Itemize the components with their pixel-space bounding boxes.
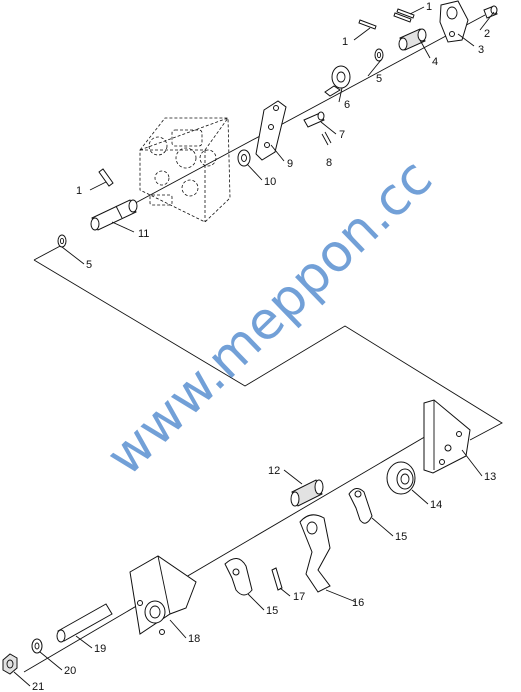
part-11-pin [90,199,138,231]
part-14-bushing [386,461,416,495]
callout-8: 8 [326,157,332,169]
part-1-roll-pins-upper [358,8,415,30]
callout-6: 6 [344,99,350,111]
callout-1: 1 [342,36,348,48]
callout-13: 13 [484,471,496,483]
callout-15: 15 [395,531,407,543]
callout-19: 19 [94,643,106,655]
callout-labels: 1 1 1 2 3 4 5 5 6 7 8 9 10 11 12 13 14 1… [32,1,496,692]
part-2-bushing [483,5,498,19]
callout-9: 9 [287,158,293,170]
callout-20: 20 [64,665,76,677]
callout-2: 2 [484,28,490,40]
part-1-roll-pin-lower [98,168,114,187]
part-15-lever-upper [348,488,373,524]
callout-16: 16 [352,597,364,609]
callout-7: 7 [339,129,345,141]
callout-14: 14 [430,499,442,511]
callout-15: 15 [266,605,278,617]
callout-11: 11 [138,228,149,240]
watermark-text: www.meppon.cc [95,148,443,487]
part-19-pin [56,603,113,643]
assembly-lines [23,14,503,673]
part-10-washer [237,149,251,167]
part-18-bracket [129,555,197,635]
part-9-link-plate [255,100,287,161]
part-5-washer-lower [57,234,67,248]
callout-10: 10 [264,176,276,188]
part-17-pin [271,567,283,591]
part-3-bracket [439,0,469,43]
part-5-washer-upper [374,48,384,62]
part-13-bracket [423,399,471,474]
part-6-arm [324,65,351,97]
part-12-sleeve [290,479,324,507]
part-7-pin [303,111,325,128]
callout-1: 1 [426,1,432,13]
callout-5: 5 [86,259,92,271]
callout-12: 12 [268,465,280,477]
part-15-lever-lower [224,558,253,596]
callout-4: 4 [432,56,438,68]
part-4-clevis-pin [398,28,427,51]
callout-21: 21 [32,681,44,692]
callout-3: 3 [478,44,484,56]
part-20-washer [31,638,43,654]
pump-housing-outline [139,117,231,223]
part-16-lever-arm [299,514,331,593]
part-8-cotter-pin [321,131,332,146]
callout-1: 1 [76,185,82,197]
leader-lines [13,6,495,687]
part-21-nut [2,653,18,675]
callout-5: 5 [376,73,382,85]
callout-17: 17 [293,591,305,603]
callout-18: 18 [188,633,200,645]
